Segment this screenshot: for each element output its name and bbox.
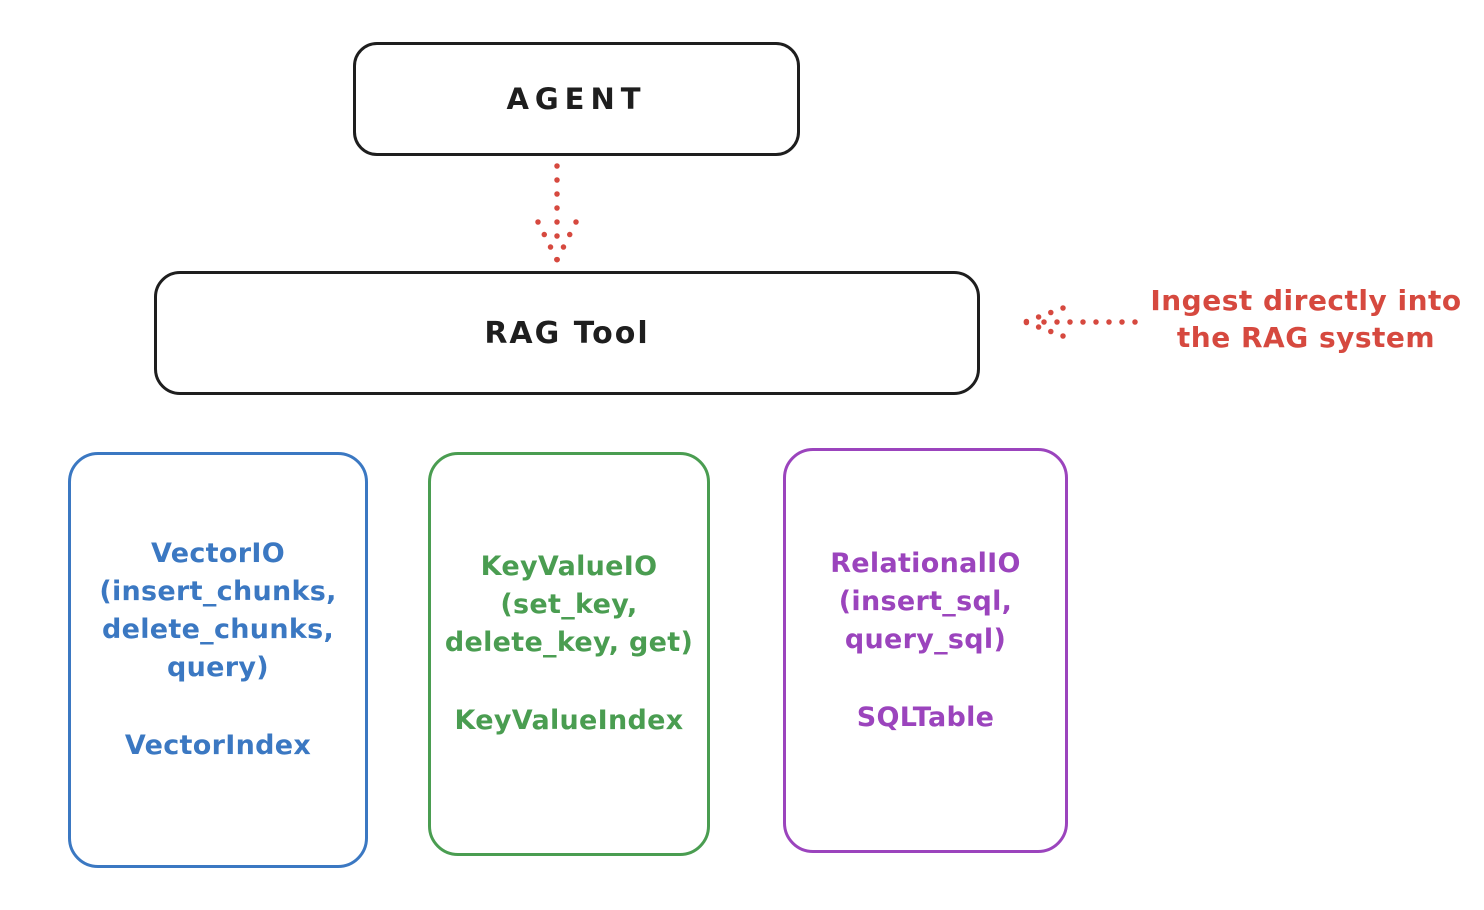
vector-io-box: VectorIO (insert_chunks, delete_chunks, … — [68, 452, 368, 868]
ingest-annotation-line1: Ingest directly into — [1150, 284, 1462, 317]
ingest-annotation-arrow-icon — [1022, 305, 1138, 339]
relational-io-signature: RelationalIO (insert_sql, query_sql) — [830, 547, 1021, 655]
keyvalue-io-signature: KeyValueIO (set_key, delete_key, get) — [444, 551, 694, 658]
keyvalue-index-label: KeyValueIndex — [454, 705, 684, 736]
keyvalue-io-box: KeyValueIO (set_key, delete_key, get) Ke… — [428, 452, 710, 856]
agent-to-ragtool-arrow-icon — [535, 163, 579, 263]
sql-table-label: SQLTable — [856, 701, 995, 733]
rag-tool-box: RAG Tool — [154, 271, 980, 395]
vector-io-signature: VectorIO (insert_chunks, delete_chunks, … — [99, 538, 337, 683]
ingest-annotation-line2: the RAG system — [1176, 321, 1436, 354]
vector-index-label: VectorIndex — [124, 730, 312, 761]
ingest-annotation: Ingest directly into the RAG system — [1128, 282, 1484, 356]
rag-tool-box-label: RAG Tool — [484, 315, 650, 351]
relational-io-box: RelationalIO (insert_sql, query_sql) SQL… — [783, 448, 1068, 853]
agent-box: AGENT — [353, 42, 800, 156]
agent-box-label: AGENT — [506, 82, 647, 116]
